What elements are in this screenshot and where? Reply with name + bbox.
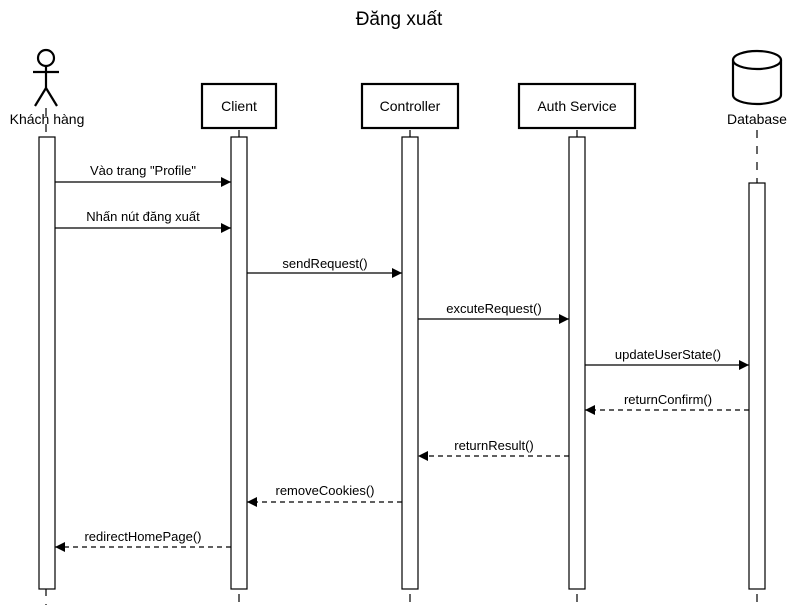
message-1: Vào trang "Profile" [55, 163, 231, 187]
activation-auth-service [568, 136, 586, 590]
participant-client-label: Client [221, 98, 257, 114]
message-4: excuteRequest() [418, 301, 569, 324]
actor-customer-icon [33, 48, 59, 107]
message-2: Nhấn nút đăng xuất [55, 209, 231, 233]
participant-controller-label: Controller [380, 98, 441, 114]
participant-controller-box [360, 82, 460, 130]
message-label: excuteRequest() [446, 301, 541, 316]
message-label: Vào trang "Profile" [90, 163, 196, 178]
activation-client [230, 136, 248, 590]
message-5: updateUserState() [585, 347, 749, 370]
participant-client-box [200, 82, 278, 130]
diagram-title: Đăng xuất [356, 9, 443, 30]
message-7: returnResult() [418, 438, 569, 461]
message-label: sendRequest() [282, 256, 367, 271]
message-3: sendRequest() [247, 256, 402, 278]
message-label: returnConfirm() [624, 392, 712, 407]
message-6: returnConfirm() [585, 392, 749, 415]
message-label: Nhấn nút đăng xuất [86, 209, 200, 224]
message-9: redirectHomePage() [55, 529, 231, 552]
participant-auth-service-box [517, 82, 637, 130]
message-8: removeCookies() [247, 483, 402, 507]
message-label: updateUserState() [615, 347, 721, 362]
participant-database-label: Database [727, 111, 787, 127]
message-label: redirectHomePage() [84, 529, 201, 544]
participant-auth-service-label: Auth Service [537, 98, 617, 114]
activation-customer [38, 136, 56, 590]
message-label: removeCookies() [276, 483, 375, 498]
participant-customer-label: Khách hàng [10, 111, 85, 127]
activation-database [748, 182, 766, 590]
database-icon [731, 49, 783, 106]
message-label: returnResult() [454, 438, 533, 453]
activation-controller [401, 136, 419, 590]
